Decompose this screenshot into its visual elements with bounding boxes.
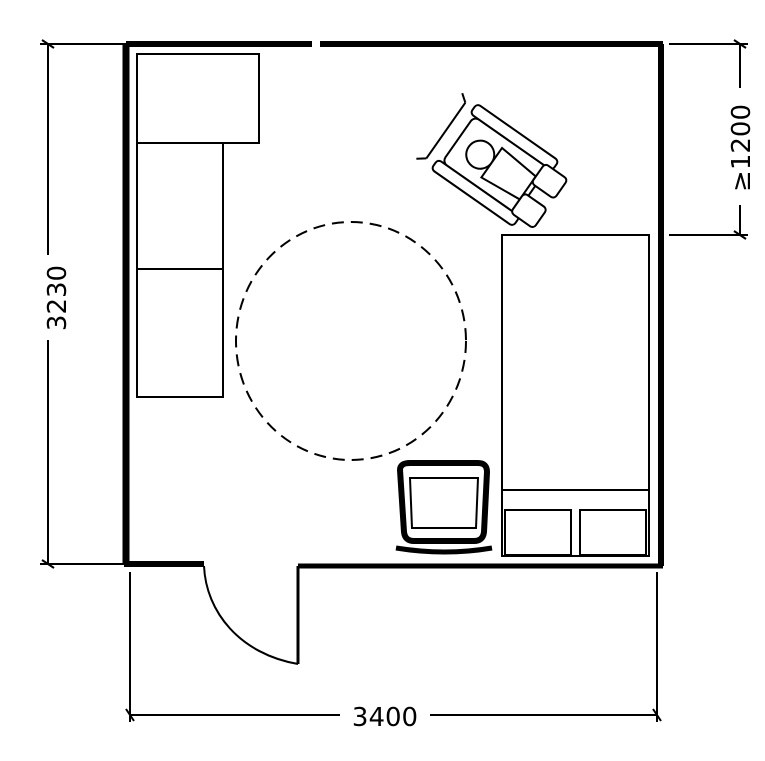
chair: [395, 460, 493, 555]
clearance-label: ≥1200: [727, 104, 757, 192]
width-label: 3400: [352, 703, 418, 733]
bed: [501, 234, 650, 557]
wardrobe: [136, 53, 260, 398]
width-dimension: 3400: [125, 572, 662, 733]
height-dimension: 3230: [40, 39, 126, 569]
room-walls: [122, 41, 664, 569]
clearance-dimension: ≥1200: [669, 39, 757, 240]
turning-circle: [235, 221, 467, 461]
door: [203, 565, 300, 665]
wheelchair-icon: [416, 92, 568, 229]
height-label: 3230: [43, 265, 73, 331]
